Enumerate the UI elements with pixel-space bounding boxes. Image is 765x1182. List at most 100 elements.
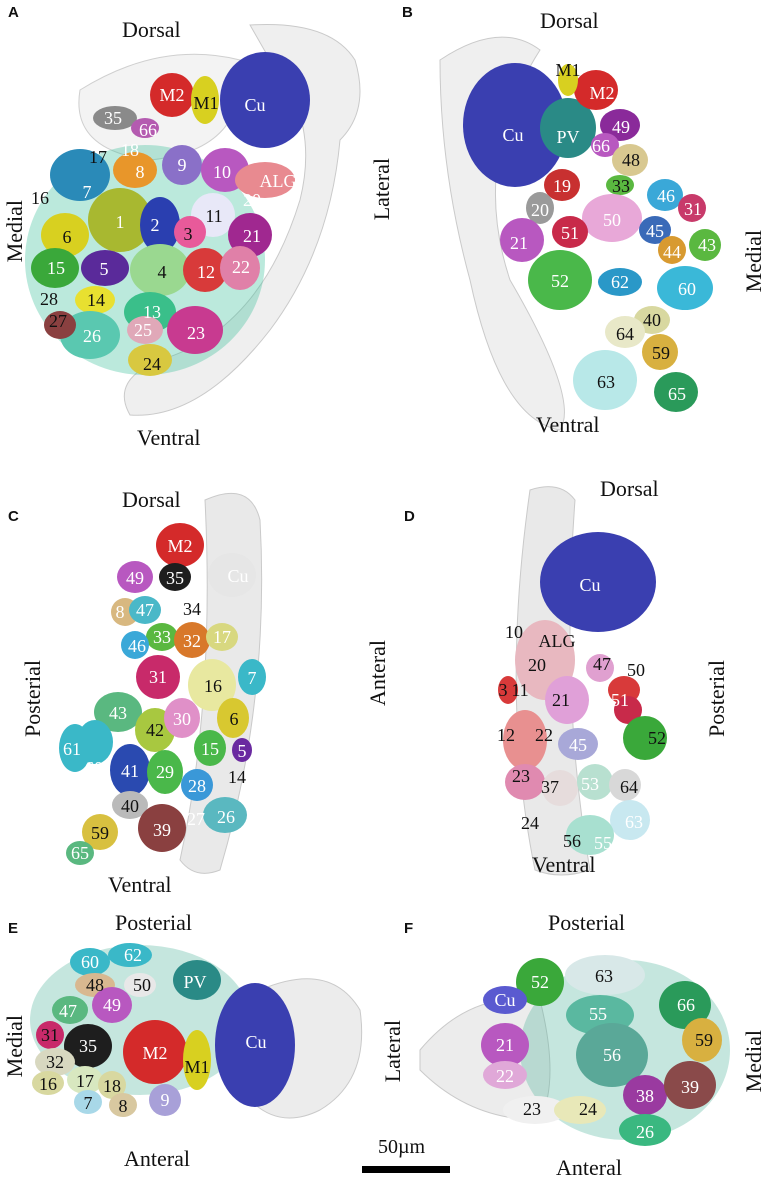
region-label: 50 xyxy=(133,975,151,995)
region-label: 49 xyxy=(103,995,121,1015)
region-label: Cu xyxy=(579,575,601,595)
region-label: 4 xyxy=(157,262,167,282)
region-label: 9 xyxy=(177,155,187,175)
region-label: 37 xyxy=(541,777,559,797)
panel-b-left-label: Lateral xyxy=(369,158,394,221)
region-label: 26 xyxy=(217,807,235,827)
region-label: 12 xyxy=(497,725,515,745)
region-label: 5 xyxy=(99,259,109,279)
region-label: 63 xyxy=(597,372,615,392)
region-label: 55 xyxy=(589,1004,607,1024)
panel-d-top-label: Dorsal xyxy=(600,476,659,501)
region-label: 46 xyxy=(128,636,146,656)
region-label: M2 xyxy=(167,536,193,556)
region-label: 65 xyxy=(668,384,686,404)
region-label: 47 xyxy=(59,1001,77,1021)
region-label: 6 xyxy=(229,709,239,729)
region-label: 23 xyxy=(512,766,530,786)
region-label: 31 xyxy=(41,1025,59,1045)
panel-d-bottom-label: Ventral xyxy=(532,852,596,877)
panel-a-top-label: Dorsal xyxy=(122,17,181,42)
region-label: 20 xyxy=(528,655,546,675)
region-label: 60 xyxy=(85,758,103,778)
region-label: 35 xyxy=(79,1036,97,1056)
region-label: ALG xyxy=(259,171,297,191)
region-label: 63 xyxy=(595,966,613,986)
region-label: 63 xyxy=(625,812,643,832)
region-label: 17 xyxy=(76,1071,94,1091)
region-label: 18 xyxy=(103,1076,121,1096)
region-label: 49 xyxy=(612,117,630,137)
region-label: 26 xyxy=(636,1122,654,1142)
region-label: 21 xyxy=(243,226,261,246)
panel-a-rendering xyxy=(25,23,361,416)
region-label: 31 xyxy=(149,667,167,687)
panel-e-top-label: Posterial xyxy=(115,910,192,935)
region-label: 16 xyxy=(204,676,222,696)
region-label: 15 xyxy=(47,258,65,278)
region-label: 8 xyxy=(115,602,125,622)
region-label: PV xyxy=(556,127,580,147)
region-label: 23 xyxy=(187,323,205,343)
panel-f-rendering xyxy=(419,955,730,1146)
region-label: 23 xyxy=(523,1099,541,1119)
region-label: M2 xyxy=(589,83,615,103)
region-label: 66 xyxy=(592,136,610,156)
region-label: 13 xyxy=(143,302,161,322)
region-label: 20 xyxy=(243,190,261,210)
panel-letter-f: F xyxy=(404,920,414,937)
region-label: 40 xyxy=(121,796,139,816)
region-label: 16 xyxy=(39,1074,57,1094)
region-label: 25 xyxy=(134,320,152,340)
region-label: 21 xyxy=(552,690,570,710)
panel-letter-a: A xyxy=(8,4,19,21)
region-label: 51 xyxy=(561,223,579,243)
region-label: Cu xyxy=(502,125,524,145)
panel-d-right-label: Posterial xyxy=(704,660,729,737)
panel-c-right-label: Anteral xyxy=(365,640,390,706)
region-label: 22 xyxy=(232,257,250,277)
region-label: M1 xyxy=(184,1057,210,1077)
region-label: 35 xyxy=(104,108,122,128)
region-label: 10 xyxy=(213,162,231,182)
region-label: 11 xyxy=(205,206,223,226)
region-label: 6 xyxy=(62,227,72,247)
region-label: 17 xyxy=(89,147,107,167)
region-label: 59 xyxy=(91,823,109,843)
region-label: M1 xyxy=(555,60,581,80)
region-label: 28 xyxy=(188,776,206,796)
region-label: 66 xyxy=(139,120,157,140)
panel-f-bottom-label: Anteral xyxy=(556,1155,622,1180)
panel-a-bottom-label: Ventral xyxy=(137,425,201,450)
panel-letter-d: D xyxy=(404,508,415,525)
region-label: M2 xyxy=(142,1043,168,1063)
region-label: 56 xyxy=(603,1045,621,1065)
region-label: 43 xyxy=(109,703,127,723)
panel-letter-b: B xyxy=(402,4,413,21)
panel-b-top-label: Dorsal xyxy=(540,8,599,33)
region-label: 18 xyxy=(121,140,139,160)
region-label: 24 xyxy=(521,813,539,833)
scale-bar-label: 50µm xyxy=(378,1136,426,1158)
region-label: 2 xyxy=(150,215,160,235)
region-label: Cu xyxy=(494,990,516,1010)
region-label: 24 xyxy=(579,1099,597,1119)
region-label: 62 xyxy=(611,272,629,292)
region-label: 50 xyxy=(603,210,621,230)
panel-letter-e: E xyxy=(8,920,19,937)
region-label: 60 xyxy=(81,952,99,972)
region-label: 17 xyxy=(213,627,231,647)
region-label: 47 xyxy=(136,600,154,620)
panel-b-right-label: Medial xyxy=(741,230,765,293)
region-label: 32 xyxy=(183,631,201,651)
region-label: 47 xyxy=(593,654,611,674)
region-label: 46 xyxy=(657,186,675,206)
region-label: 21 xyxy=(496,1035,514,1055)
region-label: 61 xyxy=(63,739,81,759)
region-label: ALG xyxy=(538,631,576,651)
region-label: 52 xyxy=(531,972,549,992)
region-label: 45 xyxy=(646,221,664,241)
region-label: 66 xyxy=(677,995,695,1015)
region-label: Cu xyxy=(227,566,249,586)
